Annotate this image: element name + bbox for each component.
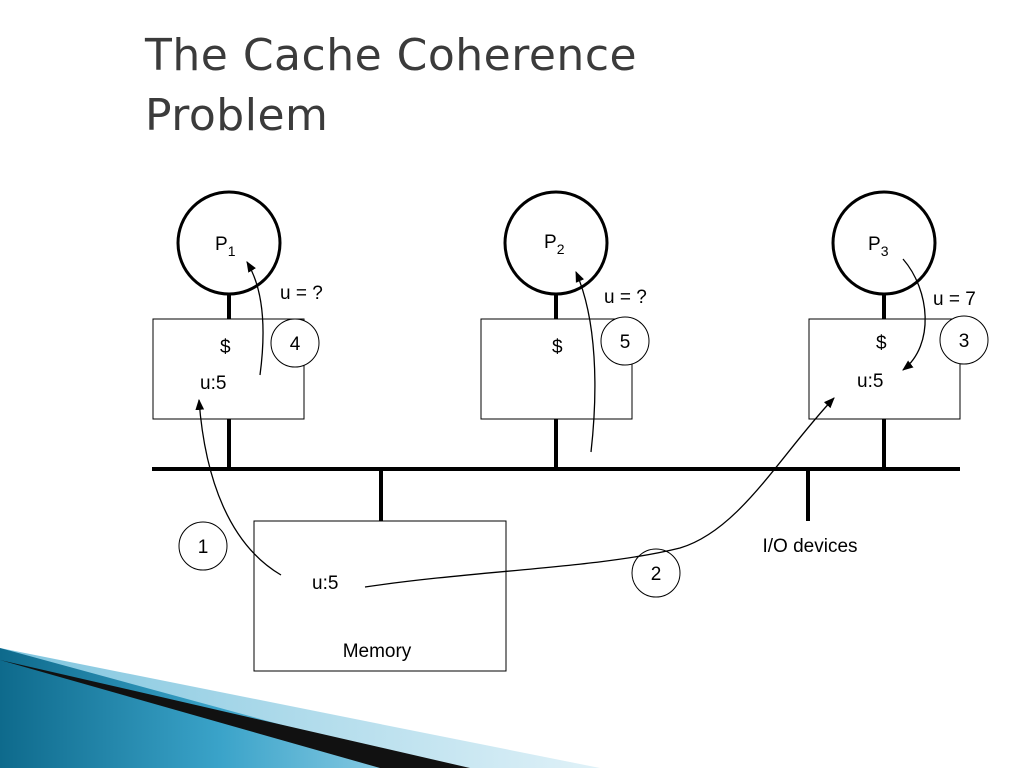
cache-symbol: $ [220, 337, 231, 358]
corner-decoration [0, 648, 600, 768]
step-number: 2 [651, 564, 662, 585]
arrow-p2-read [575, 270, 596, 453]
step-circle [631, 548, 681, 598]
cache-symbol: $ [876, 333, 887, 354]
io-devices: I/O devices [762, 469, 858, 557]
processor-label: P1 [215, 234, 236, 259]
memory-label: Memory [343, 641, 412, 662]
cache-symbol: $ [552, 337, 563, 358]
memory-module: u:5 Memory [253, 469, 507, 672]
step-2-marker: 2 [631, 548, 681, 598]
arrow-p3-write [902, 258, 926, 371]
processor-p1: P1 $ u:5 u = ? 4 [152, 190, 323, 469]
arrow-p1-read [246, 261, 264, 376]
memory-value: u:5 [312, 573, 338, 594]
arrow-memory-to-p3 [364, 397, 835, 588]
step-number: 3 [959, 331, 970, 352]
processor-label: P3 [868, 234, 889, 259]
step-number: 1 [198, 537, 209, 558]
processor-p3: P3 $ u:5 u = 7 3 [808, 190, 989, 469]
io-devices-label: I/O devices [762, 536, 857, 557]
query-label: u = ? [280, 283, 323, 304]
processor-label: P2 [544, 232, 565, 257]
step-circle [270, 318, 320, 368]
step-circle [939, 315, 989, 365]
arrow-memory-to-p1 [195, 398, 282, 576]
cache-value: u:5 [200, 373, 226, 394]
memory-box [253, 520, 507, 672]
query-label: u = 7 [933, 289, 976, 310]
slide-title-line-2: Problem [145, 90, 329, 141]
step-1-marker: 1 [178, 521, 228, 571]
processor-p2: P2 $ u = ? 5 [480, 190, 650, 469]
data-flow-arrows [195, 258, 926, 588]
step-number: 5 [620, 332, 631, 353]
step-circle [178, 521, 228, 571]
slide-title: The Cache Coherence Problem [145, 26, 637, 146]
slide-title-line-1: The Cache Coherence [145, 30, 638, 81]
step-circle [600, 316, 650, 366]
query-label: u = ? [604, 287, 647, 308]
cache-value: u:5 [857, 371, 883, 392]
step-number: 4 [290, 334, 301, 355]
